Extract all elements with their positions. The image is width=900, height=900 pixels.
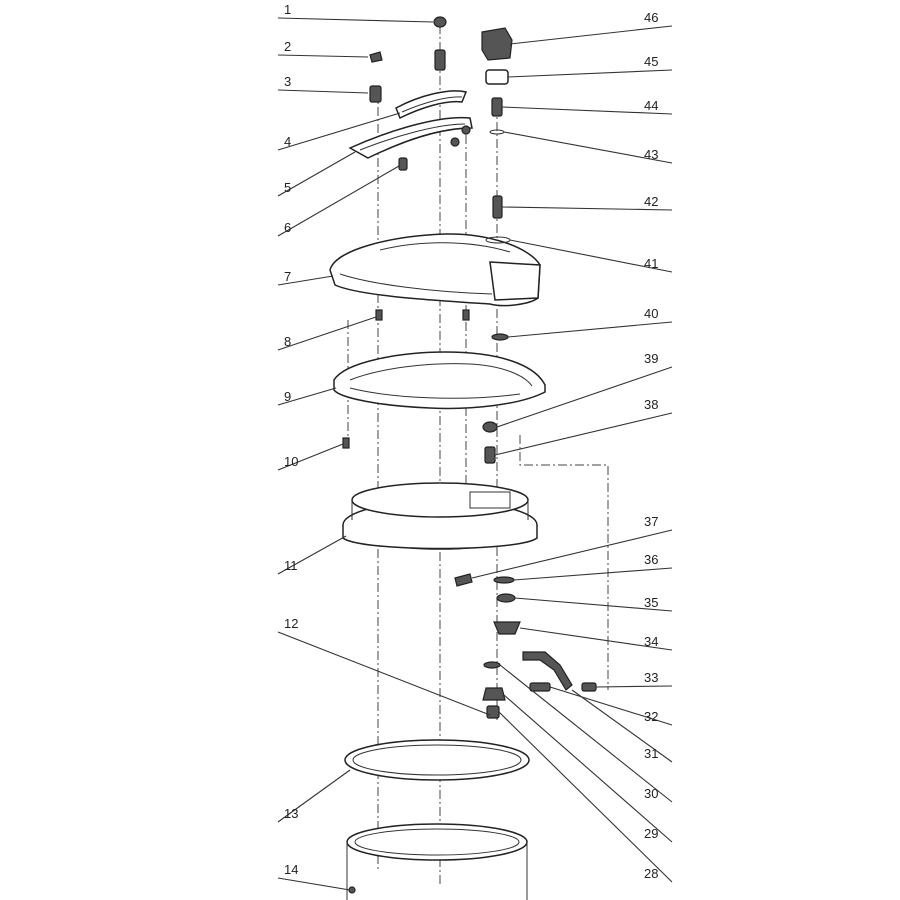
- label-part-42: 42: [644, 194, 658, 209]
- leader-lines-right: [471, 25, 673, 883]
- label-part-6: 6: [284, 220, 291, 235]
- part-45-valve-body: [485, 69, 509, 85]
- part-33-tube: [522, 651, 597, 692]
- label-part-8: 8: [284, 334, 291, 349]
- part-39-cap: [482, 421, 498, 433]
- label-part-40: 40: [644, 306, 658, 321]
- part-46-valve-cap: [481, 27, 513, 61]
- label-part-4: 4: [284, 134, 291, 149]
- part-labels-left: 1 2 3 4 5 6 7 8 9 10 11 12 13 14: [284, 2, 298, 877]
- label-part-13: 13: [284, 806, 298, 821]
- label-part-2: 2: [284, 39, 291, 54]
- part-42-stem: [492, 195, 503, 219]
- part-8-screws: [375, 309, 470, 321]
- label-part-41: 41: [644, 256, 658, 271]
- label-part-34: 34: [644, 634, 658, 649]
- label-part-1: 1: [284, 2, 291, 17]
- label-part-37: 37: [644, 514, 658, 529]
- part-13-gasket: [344, 739, 530, 781]
- label-part-30: 30: [644, 786, 658, 801]
- part-38-valve: [484, 446, 496, 464]
- part-40-seal: [491, 333, 509, 341]
- leader-lines-left: [277, 17, 491, 891]
- part-28-valve-seat: [486, 705, 500, 719]
- part-30-washer: [483, 661, 501, 669]
- part-1-stem: [434, 49, 446, 71]
- part-4-handle-top: [395, 90, 468, 120]
- part-5-handle-bar: [348, 116, 473, 159]
- label-part-38: 38: [644, 397, 658, 412]
- part-37-clip: [454, 573, 473, 587]
- part-34-float-valve: [493, 621, 521, 635]
- label-part-35: 35: [644, 595, 658, 610]
- part-14-pot: [346, 823, 528, 900]
- part-10-pin: [342, 437, 350, 449]
- part-36-ring: [493, 576, 515, 584]
- label-part-43: 43: [644, 147, 658, 162]
- label-part-28: 28: [644, 866, 658, 881]
- label-part-11: 11: [284, 558, 298, 573]
- part-44-spring: [491, 97, 503, 117]
- label-part-36: 36: [644, 552, 658, 567]
- part-29-nut: [482, 687, 506, 701]
- label-part-10: 10: [284, 454, 298, 469]
- part-3-fastener: [369, 85, 382, 103]
- label-part-29: 29: [644, 826, 658, 841]
- label-part-45: 45: [644, 54, 658, 69]
- part-11-lid: [342, 482, 538, 550]
- part-7-lid-cover: [329, 233, 541, 307]
- part-9-lid-ring: [333, 351, 546, 410]
- label-part-44: 44: [644, 98, 658, 113]
- part-labels-right: 46 45 44 43 42 41 40 39 38 37 36 35 34 3…: [644, 10, 658, 881]
- label-part-46: 46: [644, 10, 658, 25]
- label-part-5: 5: [284, 180, 291, 195]
- part-2-screw: [369, 51, 383, 63]
- label-part-9: 9: [284, 389, 291, 404]
- label-part-3: 3: [284, 74, 291, 89]
- label-part-32: 32: [644, 709, 658, 724]
- part-35-nut: [496, 593, 516, 603]
- part-6-screw: [398, 157, 408, 171]
- label-part-31: 31: [644, 746, 658, 761]
- label-part-33: 33: [644, 670, 658, 685]
- label-part-12: 12: [284, 616, 298, 631]
- label-part-7: 7: [284, 269, 291, 284]
- label-part-39: 39: [644, 351, 658, 366]
- part-32-connector: [529, 682, 551, 692]
- part-1-knob: [433, 16, 447, 28]
- label-part-14: 14: [284, 862, 298, 877]
